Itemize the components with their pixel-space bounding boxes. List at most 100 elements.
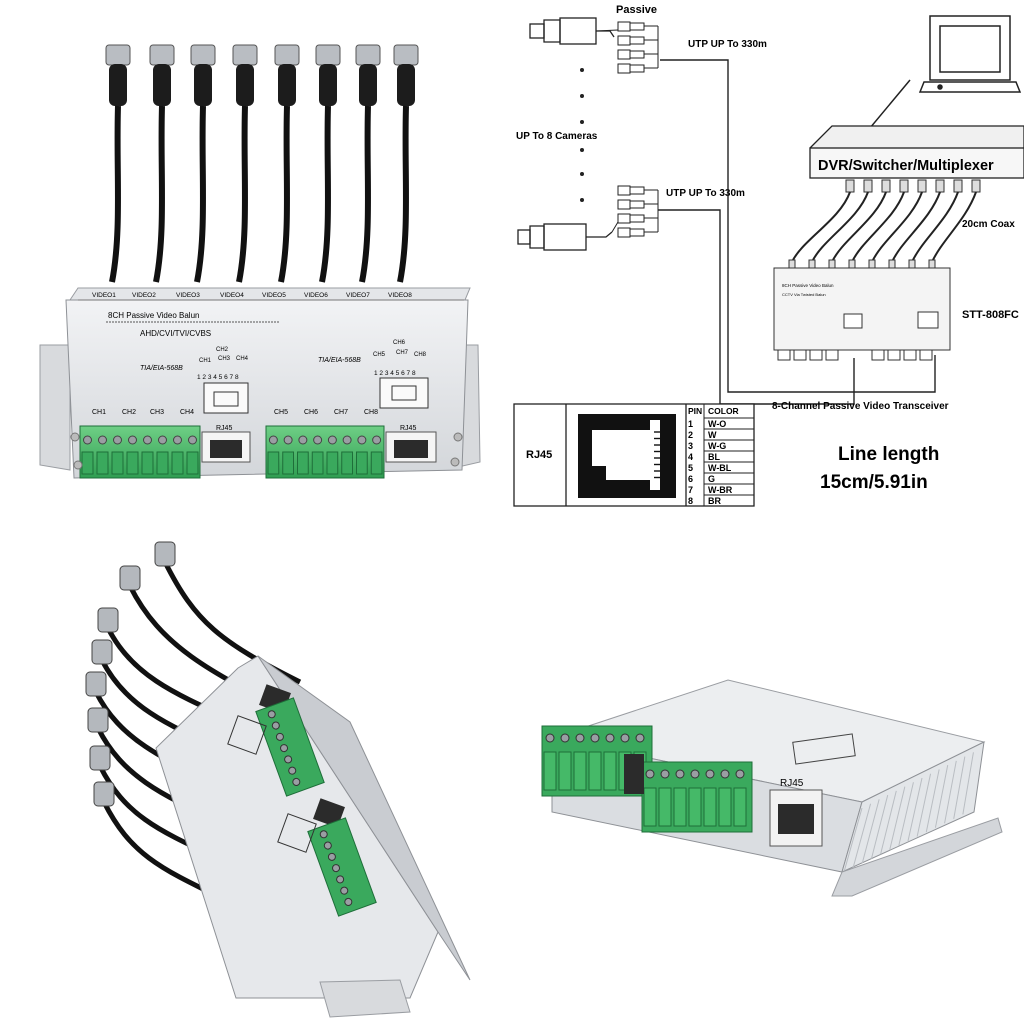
- pin-number: 3: [688, 441, 693, 451]
- connection-diagram: Passive UTP UP To 330m UP To 8 Cameras U…: [510, 0, 1024, 512]
- pin-ch2: CH2: [216, 347, 229, 353]
- pin-number: 4: [688, 452, 693, 462]
- channel-label: CH7: [334, 409, 348, 416]
- dvr-box: DVR/Switcher/Multiplexer: [809, 125, 1024, 179]
- bottom-flange: [319, 979, 411, 1018]
- pin-ch7: CH7: [396, 350, 409, 356]
- bnc-cable: [190, 44, 216, 283]
- coax-cable: [808, 179, 873, 269]
- terminal-block: [255, 697, 325, 797]
- video-label: VIDEO2: [132, 292, 156, 299]
- pin-color: W-BL: [708, 463, 732, 473]
- balun-rear-illustration: RJ45: [541, 679, 1003, 897]
- panel-subtitle: AHD/CVI/TVI/CVBS: [140, 329, 211, 338]
- bnc-cables: [105, 44, 419, 283]
- dvr-label: DVR/Switcher/Multiplexer: [818, 158, 994, 174]
- terminal-blocks-angled: [255, 697, 377, 917]
- mini-balun: [617, 185, 658, 196]
- product-photo-rear: RJ45: [512, 512, 1024, 1024]
- pin-ch4: CH4: [236, 356, 249, 362]
- rj45-port-b: [313, 798, 345, 828]
- pin-color: W-BR: [708, 485, 733, 495]
- channel-label: CH6: [304, 409, 318, 416]
- coax-label: 20cm Coax: [962, 219, 1015, 230]
- cameras-label: UP To 8 Cameras: [516, 131, 598, 142]
- pin-color: W-O: [708, 419, 726, 429]
- video-label: VIDEO6: [304, 292, 328, 299]
- terminal-block: [79, 425, 201, 479]
- rj45-table-title: RJ45: [526, 449, 552, 461]
- rj45-port-drawing-right: [379, 377, 429, 409]
- pin-header: PIN: [688, 406, 702, 416]
- mini-balun: [617, 199, 658, 210]
- pin-number: 2: [688, 430, 693, 440]
- bnc-cable: [393, 44, 419, 283]
- channel-label: CH1: [92, 409, 106, 416]
- ellipsis-dots: [580, 68, 584, 202]
- terminal-blocks: [79, 425, 385, 479]
- balun-group-bottom: [611, 185, 659, 238]
- balun-group-top: [595, 21, 659, 74]
- bnc-cable: [105, 44, 131, 283]
- pin-color: BR: [708, 496, 721, 506]
- mini-balun: [617, 213, 658, 224]
- rj45-label-left: RJ45: [216, 425, 232, 432]
- line-length-title: Line length: [838, 444, 939, 465]
- rear-flange: [831, 817, 1003, 897]
- video-label: VIDEO4: [220, 292, 244, 299]
- pin-number: 5: [688, 463, 693, 473]
- pin-number: 7: [688, 485, 693, 495]
- passive-label: Passive: [616, 4, 657, 16]
- model-label: STT-808FC: [962, 309, 1019, 321]
- bnc-cable: [355, 44, 381, 283]
- coax-cable: [788, 179, 855, 269]
- pin-numbers-left: 1 2 3 4 5 6 7 8: [197, 374, 239, 381]
- pin-color: G: [708, 474, 715, 484]
- pin-ch8: CH8: [414, 352, 427, 358]
- channel-label: CH2: [122, 409, 136, 416]
- camera-bottom-icon: [517, 223, 613, 251]
- transceiver-label: 8-Channel Passive Video Transceiver: [772, 401, 949, 412]
- pin-color: W: [708, 430, 717, 440]
- color-header: COLOR: [708, 406, 739, 416]
- bnc-cable: [274, 44, 300, 283]
- standard-left: TIA/EIA-568B: [140, 365, 183, 372]
- panel-title: 8CH Passive Video Balun: [108, 311, 199, 320]
- pin-number: 6: [688, 474, 693, 484]
- pin-color: BL: [708, 452, 720, 462]
- bnc-cable: [315, 44, 341, 283]
- coax-cable: [848, 179, 909, 269]
- pin-number: 1: [688, 419, 693, 429]
- mini-balun: [617, 49, 658, 60]
- mini-balun: [617, 35, 658, 46]
- video-label: VIDEO7: [346, 292, 370, 299]
- mini-balun: [617, 227, 658, 238]
- mini-balun: [617, 63, 658, 74]
- terminal-block: [641, 761, 753, 833]
- mini-title: 8CH Passive Video Balun: [782, 283, 834, 288]
- rj45-port-drawing-left: [203, 382, 249, 414]
- mini-balun-device: 8CH Passive Video Balun CCTV Via Twisted…: [773, 267, 951, 361]
- pin-ch3: CH3: [218, 356, 231, 362]
- rj45-label-rear: RJ45: [780, 778, 804, 789]
- rj45-jack-icon: [578, 414, 676, 498]
- coax-cables: [788, 179, 981, 269]
- product-photo-angled: [0, 512, 512, 1024]
- pin-ch1: CH1: [199, 358, 212, 364]
- bnc-cable: [154, 541, 302, 685]
- rj45-label-right: RJ45: [400, 425, 416, 432]
- terminal-block: [265, 425, 385, 479]
- video-label: VIDEO5: [262, 292, 286, 299]
- pin-ch6: CH6: [393, 340, 406, 346]
- mini-balun: [617, 21, 658, 32]
- utp-top-label: UTP UP To 330m: [688, 39, 767, 50]
- line-length-value: 15cm/5.91in: [820, 472, 928, 493]
- wiring-diagram: Passive UTP UP To 330m UP To 8 Cameras U…: [513, 4, 1024, 507]
- coax-cable: [928, 179, 981, 269]
- coax-cable: [828, 179, 891, 269]
- bnc-cable: [149, 44, 175, 283]
